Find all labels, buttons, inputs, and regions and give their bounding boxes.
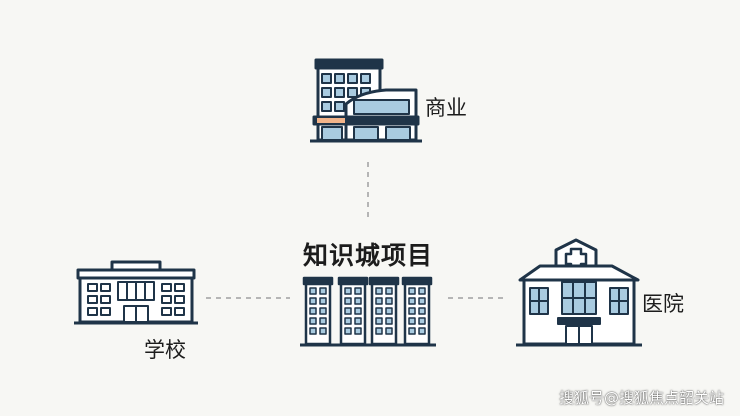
connectors — [206, 162, 508, 299]
source-watermark: 搜狐号@搜狐焦点韶关站 — [558, 389, 724, 407]
commercial-building-icon — [310, 58, 422, 143]
tower — [368, 276, 400, 346]
school-label: 学校 — [144, 338, 186, 362]
tower — [337, 276, 369, 346]
hospital-label: 医院 — [642, 292, 684, 316]
hospital-building-icon — [516, 238, 642, 347]
tower — [302, 276, 334, 346]
project-title: 知识城项目 — [303, 241, 434, 270]
commerce-label: 商业 — [425, 96, 467, 120]
school-building-icon — [74, 260, 198, 325]
tower — [401, 276, 433, 346]
residential-towers-icon — [300, 276, 436, 347]
